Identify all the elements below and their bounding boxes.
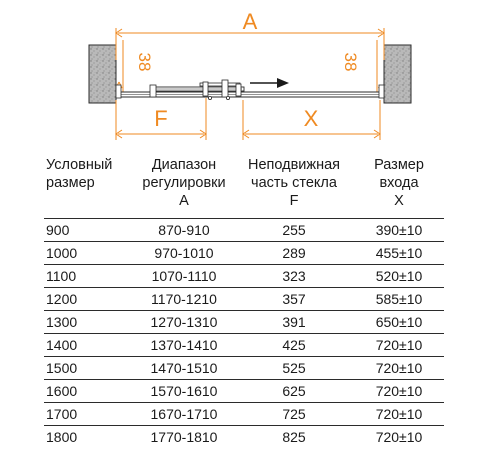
table-row: 1000 970-1010 289 455±10 — [44, 241, 444, 265]
cell-nominal-size: 900 — [44, 218, 134, 242]
cell-range: 1370-1410 — [134, 333, 234, 357]
table-row: 900 870-910 255 390±10 — [44, 218, 444, 242]
header-entry-size: Размер входа X — [374, 157, 424, 209]
table-row: 1600 1570-1610 625 720±10 — [44, 379, 444, 403]
door-hardware — [115, 79, 385, 101]
cell-nominal-size: 1800 — [44, 425, 134, 448]
table-row: 1200 1170-1210 357 585±10 — [44, 287, 444, 311]
cell-nominal-size: 1600 — [44, 379, 134, 403]
left-gap-label: 38 — [135, 53, 154, 72]
cell-range: 970-1010 — [134, 241, 234, 265]
cell-fixed-part: 289 — [234, 241, 354, 265]
cell-nominal-size: 1400 — [44, 333, 134, 357]
cell-nominal-size: 1000 — [44, 241, 134, 265]
cell-entry-size: 720±10 — [354, 333, 444, 357]
cell-fixed-part: 825 — [234, 425, 354, 448]
cell-nominal-size: 1200 — [44, 287, 134, 311]
cell-range: 1470-1510 — [134, 356, 234, 380]
cell-entry-size: 720±10 — [354, 356, 444, 380]
table-row: 1300 1270-1310 391 650±10 — [44, 310, 444, 334]
table-row: 1500 1470-1510 525 720±10 — [44, 356, 444, 380]
cell-nominal-size: 1700 — [44, 402, 134, 426]
dimension-f-label: F — [154, 106, 167, 131]
dimension-a-label: A — [243, 9, 258, 34]
cell-entry-size: 720±10 — [354, 379, 444, 403]
cell-entry-size: 390±10 — [354, 218, 444, 242]
right-wall — [383, 44, 412, 104]
cell-range: 1670-1710 — [134, 402, 234, 426]
cell-range: 1270-1310 — [134, 310, 234, 334]
cell-entry-size: 585±10 — [354, 287, 444, 311]
cell-fixed-part: 323 — [234, 264, 354, 288]
table-row: 1400 1370-1410 425 720±10 — [44, 333, 444, 357]
cell-fixed-part: 625 — [234, 379, 354, 403]
cell-fixed-part: 725 — [234, 402, 354, 426]
dimension-x-label: X — [304, 106, 319, 131]
right-gap-label: 38 — [341, 53, 360, 72]
cell-nominal-size: 1500 — [44, 356, 134, 380]
cell-range: 870-910 — [134, 218, 234, 242]
table-row: 1100 1070-1110 323 520±10 — [44, 264, 444, 288]
dimension-x — [242, 100, 381, 140]
header-nominal-size: Условный размер — [46, 157, 113, 191]
table-header-row: Условный размер Диапазон регулировки A Н… — [44, 156, 444, 219]
cell-fixed-part: 525 — [234, 356, 354, 380]
cell-range: 1770-1810 — [134, 425, 234, 448]
header-fixed-glass: Неподвижная часть стекла F — [247, 157, 341, 209]
cell-fixed-part: 255 — [234, 218, 354, 242]
size-spec-table: Условный размер Диапазон регулировки A Н… — [44, 156, 444, 448]
cell-fixed-part: 357 — [234, 287, 354, 311]
cell-fixed-part: 391 — [234, 310, 354, 334]
cell-entry-size: 520±10 — [354, 264, 444, 288]
slide-direction-arrow-icon — [250, 78, 289, 88]
cell-entry-size: 455±10 — [354, 241, 444, 265]
cell-nominal-size: 1300 — [44, 310, 134, 334]
cell-range: 1170-1210 — [134, 287, 234, 311]
table-row: 1700 1670-1710 725 720±10 — [44, 402, 444, 426]
dimension-a — [115, 28, 385, 60]
cell-entry-size: 650±10 — [354, 310, 444, 334]
cell-range: 1570-1610 — [134, 379, 234, 403]
cell-entry-size: 720±10 — [354, 402, 444, 426]
dimension-f — [115, 98, 207, 140]
table-row: 1800 1770-1810 825 720±10 — [44, 425, 444, 448]
shower-door-diagram: A 38 38 F — [88, 9, 412, 140]
header-adjustment-range: Диапазон регулировки A — [142, 157, 226, 209]
cell-range: 1070-1110 — [134, 264, 234, 288]
cell-nominal-size: 1100 — [44, 264, 134, 288]
cell-entry-size: 720±10 — [354, 425, 444, 448]
left-wall — [88, 44, 117, 104]
cell-fixed-part: 425 — [234, 333, 354, 357]
